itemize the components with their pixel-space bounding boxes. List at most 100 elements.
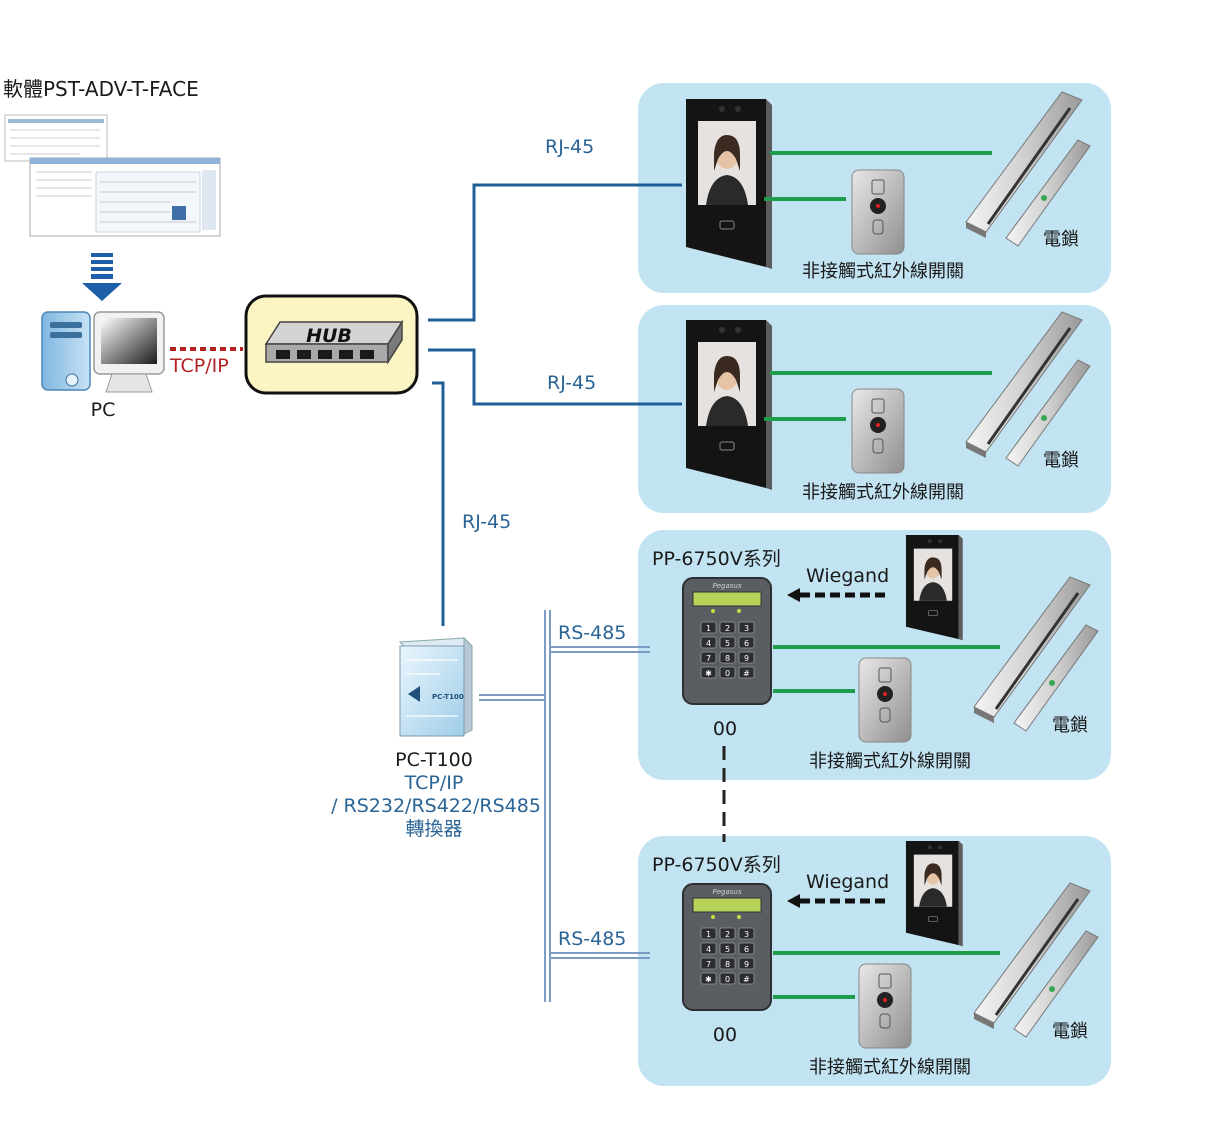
- rj45-line-down: [432, 381, 445, 626]
- face-terminal-3: [905, 534, 964, 641]
- keypad-key-label: 6: [744, 639, 749, 648]
- keypad-key: [719, 942, 736, 955]
- keypad-key-label: 4: [706, 639, 711, 648]
- rj45-line-mid: [428, 348, 682, 406]
- network-lines: [428, 183, 682, 626]
- keypad-key-label: 9: [744, 960, 749, 969]
- rj45-label-mid: RJ-45: [547, 372, 596, 394]
- keypad-key: [700, 927, 717, 940]
- keypad-key: [700, 942, 717, 955]
- svg-text:Pegasus: Pegasus: [713, 582, 742, 590]
- keypad-key-label: 2: [725, 930, 730, 939]
- software-label: 軟體PST-ADV-T-FACE: [3, 77, 199, 101]
- keypad-key-label: 6: [744, 945, 749, 954]
- face-terminal-4: [905, 840, 964, 947]
- keypad-key-label: 0: [725, 669, 730, 678]
- lock-label-1: 電鎖: [1043, 229, 1079, 250]
- keypad-key-label: 5: [725, 945, 730, 954]
- exit-switch-4: [858, 963, 912, 1049]
- lock-label-3: 電鎖: [1052, 715, 1088, 736]
- keypad-key: [719, 651, 736, 664]
- lock-label-2: 電鎖: [1043, 450, 1079, 471]
- keypad-key: [700, 636, 717, 649]
- converter-device-text: PC-T100: [432, 693, 464, 701]
- keypad-key: [738, 972, 755, 985]
- keypad-key-label: 4: [706, 945, 711, 954]
- exit-switch-3: [858, 657, 912, 743]
- keypad-key-label: #: [743, 975, 750, 984]
- keypad-key-label: 7: [706, 960, 711, 969]
- converter-line1: TCP/IP: [404, 772, 464, 794]
- hub-device: [244, 294, 419, 395]
- converter-line2: / RS232/RS422/RS485: [331, 795, 541, 817]
- keypad-key-label: 8: [725, 654, 730, 663]
- keypad-key: [700, 651, 717, 664]
- converter-name: PC-T100: [395, 749, 473, 771]
- address-label-2: 00: [713, 1024, 737, 1046]
- download-arrow-icon: [82, 253, 122, 301]
- tcpip-link-label: TCP/IP: [169, 355, 229, 377]
- exit-switch-label-2: 非接觸式紅外線開關: [802, 482, 964, 503]
- rs485-label-a: RS-485: [558, 622, 626, 644]
- keypad-key: [700, 957, 717, 970]
- keypad-key-label: 3: [744, 624, 749, 633]
- keypad-key: [719, 927, 736, 940]
- keypad-key: [738, 927, 755, 940]
- wiegand-arrow-2: [787, 894, 890, 908]
- keypad-key: [738, 651, 755, 664]
- rj45-label-down: RJ-45: [462, 511, 511, 533]
- keypad-key-label: 9: [744, 654, 749, 663]
- keypad-key: [700, 972, 717, 985]
- series-label-2: PP-6750V系列: [652, 854, 781, 876]
- keypad-key-label: #: [743, 669, 750, 678]
- keypad-key: [719, 972, 736, 985]
- keypad-key-label: 3: [744, 930, 749, 939]
- series-label-1: PP-6750V系列: [652, 548, 781, 570]
- wiegand-label-1: Wiegand: [806, 565, 889, 587]
- keypad-key-label: 5: [725, 639, 730, 648]
- keypad-key-label: 1: [706, 930, 711, 939]
- exit-switch-label-4: 非接觸式紅外線開關: [809, 1057, 971, 1078]
- keypad-key-label: 2: [725, 624, 730, 633]
- software-screenshot: [4, 114, 221, 237]
- converter-line3: 轉換器: [405, 818, 462, 840]
- exit-switch-1: [851, 169, 905, 255]
- keypad-key: [738, 957, 755, 970]
- hub-label: HUB: [306, 325, 352, 347]
- keypad-key: [719, 621, 736, 634]
- rj45-label-top: RJ-45: [545, 136, 594, 158]
- pc-icon: [41, 311, 165, 393]
- exit-switch-label-1: 非接觸式紅外線開關: [802, 261, 964, 282]
- wiegand-arrow-1: [787, 588, 890, 602]
- svg-text:Pegasus: Pegasus: [713, 888, 742, 896]
- keypad-key: [738, 636, 755, 649]
- pc-label: PC: [91, 399, 116, 421]
- keypad-key-label: ✱: [705, 975, 712, 984]
- keypad-key: [700, 666, 717, 679]
- keypad-key: [700, 621, 717, 634]
- keypad-key: [738, 666, 755, 679]
- exit-switch-2: [851, 388, 905, 474]
- lock-label-4: 電鎖: [1052, 1021, 1088, 1042]
- keypad-key-label: 0: [725, 975, 730, 984]
- keypad-reader-2: Pegasus 1 2 3 4 5 6 7 8 9 ✱ 0 #: [682, 883, 772, 1011]
- rj45-line-top: [428, 183, 682, 322]
- keypad-reader-1: Pegasus 1 2 3 4 5 6 7 8 9 ✱ 0 #: [682, 577, 772, 705]
- face-terminal-1: [685, 98, 773, 270]
- keypad-key-label: 1: [706, 624, 711, 633]
- keypad-key: [719, 666, 736, 679]
- rs485-bus: [479, 610, 650, 1002]
- face-terminal-2: [685, 319, 773, 491]
- keypad-key: [719, 636, 736, 649]
- keypad-key-label: ✱: [705, 669, 712, 678]
- keypad-key: [738, 942, 755, 955]
- address-label-1: 00: [713, 718, 737, 740]
- keypad-key: [719, 957, 736, 970]
- keypad-key: [738, 621, 755, 634]
- exit-switch-label-3: 非接觸式紅外線開關: [809, 751, 971, 772]
- rs485-label-b: RS-485: [558, 928, 626, 950]
- keypad-key-label: 7: [706, 654, 711, 663]
- keypad-key-label: 8: [725, 960, 730, 969]
- converter-device: [398, 636, 474, 737]
- wiegand-label-2: Wiegand: [806, 871, 889, 893]
